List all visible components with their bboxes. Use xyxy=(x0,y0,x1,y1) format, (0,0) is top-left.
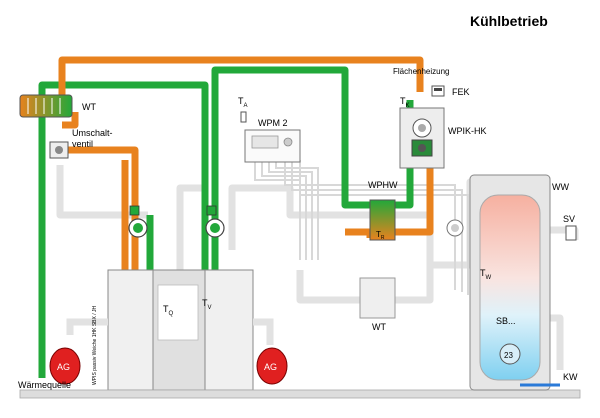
valve-green-left xyxy=(129,205,140,216)
inactive-thin-pipes xyxy=(254,160,469,295)
wpik-label: WPIK-HK xyxy=(448,126,487,136)
flaechenheizung-label: Flächenheizung xyxy=(393,67,449,76)
wt-top-label: WT xyxy=(82,102,96,112)
ventil-label: ventil xyxy=(72,139,93,149)
heat-exchanger-top xyxy=(19,94,73,118)
fek-label: FEK xyxy=(452,87,470,97)
ww-label: WW xyxy=(552,182,569,192)
vessel-pipes xyxy=(66,318,274,345)
valve-green-middle xyxy=(206,205,217,216)
pump-middle-icon xyxy=(205,218,225,238)
tw-label: TW xyxy=(480,268,492,281)
umschalt-label: Umschalt- xyxy=(72,128,113,138)
ag-left-label: AG xyxy=(57,362,70,372)
wpm2-label: WPM 2 xyxy=(258,118,288,128)
pump-left-icon xyxy=(128,218,148,238)
diagram-title: Kühlbetrieb xyxy=(470,13,548,29)
tv-label: TV xyxy=(202,298,212,311)
switching-valve xyxy=(49,141,69,159)
expansion-vessel-right xyxy=(256,347,288,385)
wphw-label: WPHW xyxy=(368,180,398,190)
tq-label: TQ xyxy=(163,304,174,317)
wphw-manifold xyxy=(369,199,396,241)
safety-valve-icon xyxy=(565,225,577,241)
wt-bottom-label: WT xyxy=(372,322,386,332)
tank-sb-label: SB... xyxy=(496,316,516,326)
waermequelle-label: Wärmequelle xyxy=(18,380,71,390)
heat-pump-unit-right xyxy=(204,269,254,391)
pump-right-icon xyxy=(446,219,464,237)
tank-number-label: 23 xyxy=(504,351,513,360)
ag-right-label: AG xyxy=(264,362,277,372)
wpik-hk-module xyxy=(399,107,445,169)
storage-tank xyxy=(469,174,551,391)
heat-exchanger-bottom xyxy=(359,277,396,319)
sv-label: SV xyxy=(563,214,575,224)
tk-label: TK xyxy=(400,96,410,109)
tr-label: TR xyxy=(376,230,385,241)
wpm2-controller xyxy=(244,129,301,163)
expansion-vessel-left xyxy=(49,347,81,385)
vertical-note: WPIS passiv Weiche 1HK SBX / JH xyxy=(92,306,98,385)
ta-sensor-icon xyxy=(240,111,247,123)
ta-label: TA xyxy=(238,96,248,109)
kw-label: KW xyxy=(563,372,578,382)
base-platform xyxy=(19,389,581,399)
heat-pump-unit-left xyxy=(107,269,206,391)
fek-sensor-icon xyxy=(431,85,445,97)
